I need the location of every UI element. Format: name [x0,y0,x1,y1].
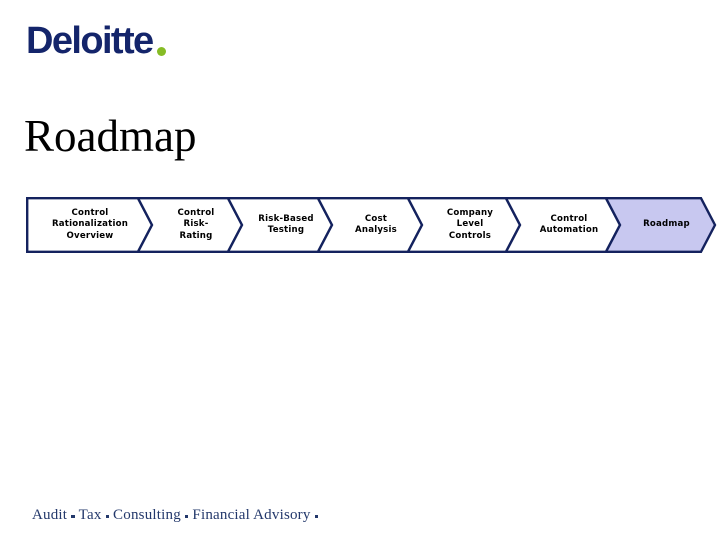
footer-separator-dot-icon [184,514,189,518]
deloitte-wordmark: Deloitte [26,20,154,62]
green-dot-icon [156,47,166,56]
footer-separator-dot-icon [105,514,110,518]
chevron-step-6[interactable] [504,197,622,253]
chevron-shapes [26,197,717,253]
chevron-step-7[interactable] [604,197,717,253]
chevron-step-1[interactable] [26,197,154,253]
footer-separator-dot-icon [71,514,75,518]
chevron-step-3[interactable] [226,197,334,253]
footer-segment: Financial Advisory [192,507,311,523]
chevron-step-2[interactable] [136,197,244,253]
footer-separator-dot-icon [314,514,319,518]
footer-segment: Tax [78,507,102,523]
page-title: Roadmap [24,111,197,161]
deloitte-logo: Deloitte [26,22,166,60]
footer-segment: Audit [32,507,68,523]
footer-segment: Consulting [113,507,181,523]
chevron-step-5[interactable] [406,197,522,253]
footer-tagline: Audit Tax Consulting Financial Advisory [32,507,322,524]
chevron-step-4[interactable] [316,197,424,253]
